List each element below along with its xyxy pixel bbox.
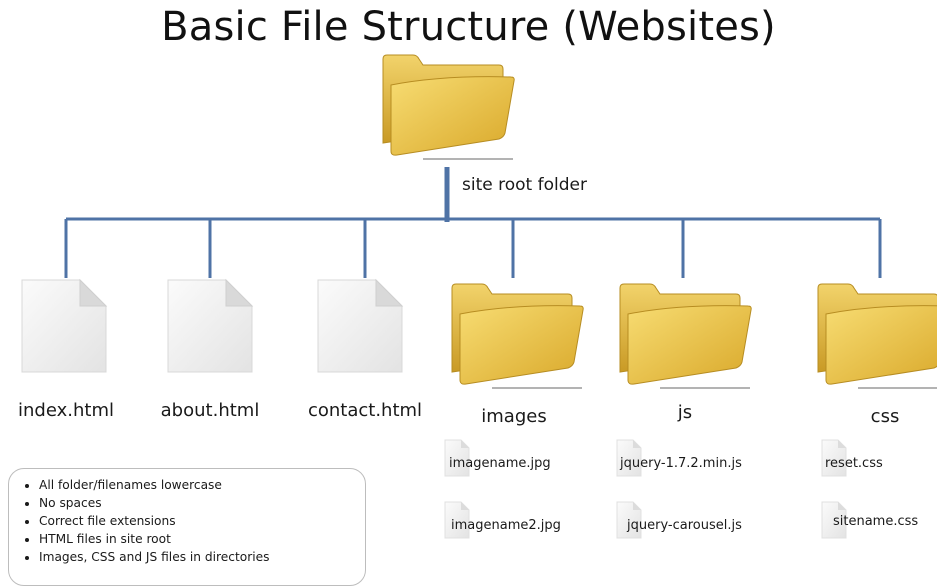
rules-box: All folder/filenames lowercase No spaces… (8, 468, 366, 586)
sitename-file-label: sitename.css (833, 514, 919, 529)
contact-file-label: contact.html (307, 400, 423, 421)
about-file-icon (167, 279, 253, 373)
jquery-file-label: jquery-1.7.2.min.js (620, 456, 742, 471)
images-folder-icon (451, 283, 584, 389)
root-folder-label: site root folder (462, 175, 587, 195)
page-title: Basic File Structure (Websites) (161, 4, 776, 50)
rule-item: Images, CSS and JS files in directories (39, 548, 355, 566)
css-folder-label: css (870, 406, 900, 427)
js-folder-label: js (677, 402, 693, 423)
images-folder-label: images (481, 406, 547, 427)
index-file-label: index.html (18, 400, 114, 421)
rules-list: All folder/filenames lowercase No spaces… (23, 476, 355, 566)
root-folder-icon (382, 54, 515, 160)
index-file-icon (21, 279, 107, 373)
rule-item: No spaces (39, 494, 355, 512)
reset-file-label: reset.css (825, 456, 883, 471)
rule-item: All folder/filenames lowercase (39, 476, 355, 494)
tree-connectors (64, 167, 882, 278)
rule-item: HTML files in site root (39, 530, 355, 548)
jquery-carousel-file-label: jquery-carousel.js (627, 518, 742, 533)
js-folder-icon (619, 283, 752, 389)
about-file-label: about.html (160, 400, 260, 421)
css-folder-icon (817, 283, 937, 389)
rule-item: Correct file extensions (39, 512, 355, 530)
imagename2-file-label: imagename2.jpg (451, 518, 561, 533)
contact-file-icon (317, 279, 403, 373)
imagename-file-label: imagename.jpg (449, 456, 551, 471)
